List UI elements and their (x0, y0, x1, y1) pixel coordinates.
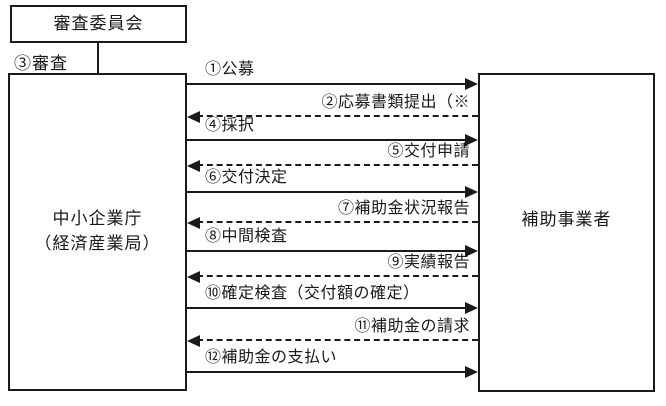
committee-box: 審査委員会 (10, 5, 187, 43)
flow-row-2-application-documents: ②応募書類提出（※ (187, 93, 478, 123)
arrow-shaft (197, 115, 478, 117)
flow-row-10-final-inspection: ⑩確定検査（交付額の確定） (187, 284, 478, 314)
agency-box-name-line1: 中小企業庁 (52, 209, 143, 229)
flow-label: ⑥交付決定 (205, 169, 288, 186)
arrow-shaft (197, 164, 478, 166)
flow-arrow (187, 134, 478, 146)
arrowhead-right-icon (465, 302, 478, 314)
flow-label: ⑦補助金状況報告 (337, 200, 470, 217)
flow-row-8-interim-inspection: ⑧中間検査 (187, 227, 478, 257)
flow-row-12-subsidy-payment: ⑫補助金の支払い (187, 348, 478, 378)
flow-arrow (187, 160, 478, 172)
flow-row-4-adoption: ④採択 (187, 116, 478, 146)
flow-row-9-results-report: ⑨実績報告 (187, 253, 478, 283)
flow-arrow (187, 186, 478, 198)
arrowhead-right-icon (465, 245, 478, 257)
arrowhead-left-icon (187, 111, 200, 123)
arrowhead-left-icon (187, 217, 200, 229)
flow-row-6-grant-decision: ⑥交付決定 (187, 168, 478, 198)
arrow-shaft (187, 250, 468, 252)
flow-label: ①公募 (205, 61, 255, 78)
flow-label: ⑨実績報告 (387, 254, 470, 271)
flow-label: ⑩確定検査（交付額の確定） (205, 285, 420, 302)
flow-label: ⑪補助金の請求 (354, 318, 470, 335)
arrowhead-right-icon (465, 78, 478, 90)
arrow-shaft (187, 83, 468, 85)
flow-row-5-grant-application: ⑤交付申請 (187, 142, 478, 172)
agency-box: 中小企業庁 （経済産業局） (8, 73, 187, 391)
arrow-shaft (197, 221, 478, 223)
arrowhead-right-icon (465, 186, 478, 198)
flow-row-7-subsidy-status-report: ⑦補助金状況報告 (187, 199, 478, 229)
arrowhead-right-icon (465, 366, 478, 378)
flow-arrow (187, 78, 478, 90)
arrow-shaft (197, 339, 478, 341)
flow-arrow (187, 271, 478, 283)
flow-arrow (187, 366, 478, 378)
flow-label: ⑧中間検査 (205, 228, 288, 245)
arrow-shaft (187, 191, 468, 193)
flow-row-11-subsidy-claim: ⑪補助金の請求 (187, 317, 478, 347)
arrow-shaft (187, 139, 468, 141)
arrowhead-left-icon (187, 271, 200, 283)
agency-box-name-line2: （経済産業局） (34, 234, 161, 253)
operator-box: 補助事業者 (478, 73, 655, 392)
arrow-shaft (197, 275, 478, 277)
arrow-shaft (187, 307, 468, 309)
arrowhead-left-icon (187, 160, 200, 172)
flow-label: ②応募書類提出（※ (321, 94, 470, 111)
arrowhead-left-icon (187, 335, 200, 347)
flow-label: ④採択 (205, 117, 255, 134)
committee-box-label: 審査委員会 (53, 13, 144, 33)
flow-arrow (187, 302, 478, 314)
review-step-label: ③審査 (14, 54, 68, 73)
arrowhead-right-icon (465, 134, 478, 146)
flow-row-1-public-offering: ①公募 (187, 60, 478, 90)
flow-arrow (187, 335, 478, 347)
flow-label: ⑤交付申請 (387, 143, 470, 160)
flow-arrow (187, 217, 478, 229)
flow-label: ⑫補助金の支払い (205, 349, 338, 366)
flow-arrow (187, 111, 478, 123)
flow-arrow (187, 245, 478, 257)
committee-connector-line (97, 43, 99, 73)
operator-box-label: 補助事業者 (521, 210, 612, 230)
arrow-shaft (187, 371, 468, 373)
